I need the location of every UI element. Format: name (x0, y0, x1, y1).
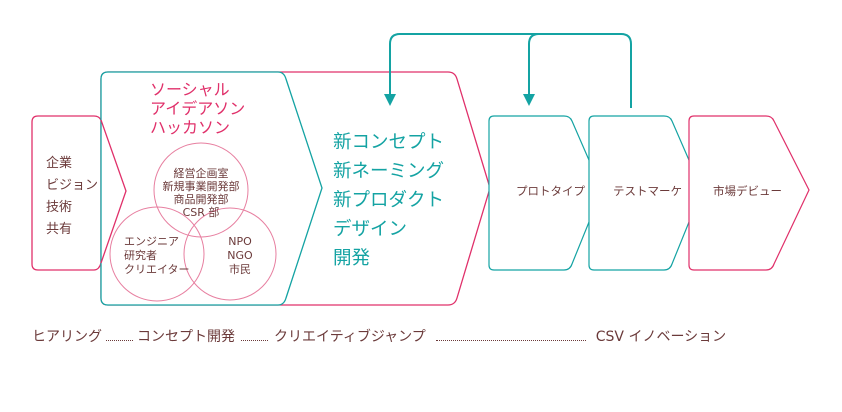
timeline-dots (241, 339, 268, 341)
timeline: ヒアリング コンセプト開発 クリエイティブジャンプ CSV イノベーション (32, 330, 726, 344)
stage2-chevron (100, 71, 323, 306)
timeline-dots (435, 339, 586, 341)
venn-top-line: 新規事業開発部 (162, 180, 240, 193)
timeline-step: ヒアリング (32, 329, 102, 345)
stage1-line: 共有 (46, 222, 73, 237)
venn-left-line: クリエイター (124, 263, 190, 276)
stage3-line: デザイン (333, 219, 408, 240)
stage4-chevron (488, 115, 603, 271)
venn-circle-left (109, 206, 205, 302)
venn-top-line: 商品開発部 (173, 193, 229, 206)
stage1-line: ビジョン (46, 178, 99, 193)
timeline-step: クリエイティブジャンプ (274, 329, 426, 345)
stage1-line: 企業 (46, 156, 73, 171)
stage2-title-line: ハッカソン (150, 118, 231, 137)
timeline-step: CSV イノベーション (595, 329, 727, 345)
stage3-line: 新プロダクト (333, 190, 445, 211)
stage5-chevron (588, 115, 703, 271)
timeline-dots (106, 339, 133, 341)
venn-right-line: NPO (228, 235, 252, 248)
stage3-line: 開発 (333, 248, 371, 269)
stage2-title-line: ソーシャル (150, 80, 230, 99)
venn-circle-right (183, 207, 277, 301)
venn-left-line: 研究者 (124, 249, 157, 262)
venn-top-line: 経営企画室 (173, 167, 229, 180)
stage4-label: プロトタイプ (516, 184, 585, 198)
stage2-title: ソーシャルアイデアソンハッカソン (150, 80, 245, 137)
stage3-line: 新コンセプト (333, 132, 445, 153)
venn-right-line: NGO (227, 249, 253, 262)
venn-right-line: 市民 (229, 263, 251, 276)
feedback-arrow-to-concept (384, 33, 632, 108)
venn-left-line: エンジニア (124, 235, 179, 248)
stage3-line: 新ネーミング (333, 161, 445, 182)
stage6-chevron (688, 115, 810, 271)
stage1-text: 企業ビジョン技術共有 (46, 153, 98, 241)
stage1-line: 技術 (46, 200, 73, 215)
stage3-text: 新コンセプト新ネーミング新プロダクトデザイン開発 (333, 128, 444, 273)
stage2-title-line: アイデアソン (150, 99, 246, 118)
venn-left-text: エンジニア研究者クリエイター (124, 235, 190, 277)
feedback-arrow-to-prototype (523, 33, 560, 106)
stage1-chevron (31, 115, 127, 271)
venn-top-line: CSR 部 (182, 206, 220, 219)
stage5-label: テストマーケ (613, 184, 682, 198)
timeline-step: コンセプト開発 (137, 329, 235, 345)
stage6-label: 市場デビュー (713, 184, 782, 198)
